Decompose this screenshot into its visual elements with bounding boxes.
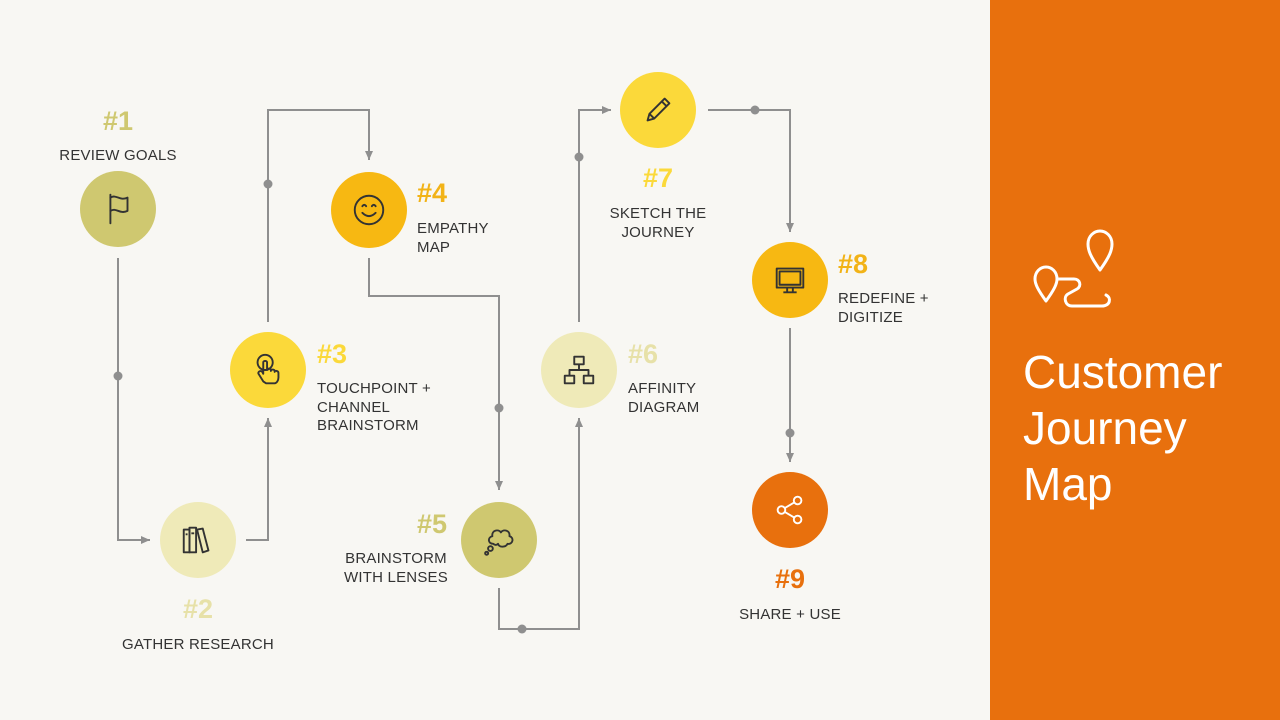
connector-dot xyxy=(574,152,584,162)
connector-dot xyxy=(785,428,795,438)
connector-dot xyxy=(494,403,504,413)
step-1-number: #1 xyxy=(102,106,134,136)
step-6-number: #6 xyxy=(628,339,659,369)
smiley-icon xyxy=(353,194,385,226)
step-6-label: AFFINITY DIAGRAM xyxy=(628,380,700,416)
step-3-node xyxy=(230,332,306,408)
step-5-number: #5 xyxy=(417,509,448,539)
panel-title: Customer Journey Map xyxy=(1023,346,1223,510)
route-pins-icon xyxy=(1033,229,1114,308)
step-9-label: SHARE + USE xyxy=(739,606,841,623)
step-2-number: #2 xyxy=(182,594,214,624)
step-6-node xyxy=(541,332,617,408)
connector-dot xyxy=(750,105,760,115)
step-7-node xyxy=(620,72,696,148)
hierarchy-icon xyxy=(563,355,595,385)
share-icon xyxy=(776,495,803,525)
connector-dot xyxy=(263,179,273,189)
step-5-label: BRAINSTORM WITH LENSES xyxy=(344,550,448,586)
pointer-hand-icon xyxy=(256,353,280,385)
step-9-number: #9 xyxy=(774,564,806,594)
step-7-number: #7 xyxy=(642,163,674,193)
step-1-label: REVIEW GOALS xyxy=(59,147,177,164)
step-9-node xyxy=(752,472,828,548)
step-1-node xyxy=(80,171,156,247)
flag-icon xyxy=(109,193,129,225)
step-7-label: SKETCH THE JOURNEY xyxy=(609,205,707,241)
books-icon xyxy=(182,526,210,554)
step-8-number: #8 xyxy=(838,249,869,279)
step-5-node xyxy=(461,502,537,578)
connector-7-8 xyxy=(708,109,794,232)
connector-1-2 xyxy=(117,258,150,544)
step-3-label: TOUCHPOINT + CHANNEL BRAINSTORM xyxy=(317,380,431,434)
step-4-label: EMPATHY MAP xyxy=(417,220,489,256)
connector-4-5 xyxy=(368,258,503,490)
connector-2-3 xyxy=(246,418,272,541)
connector-3-4 xyxy=(267,109,373,322)
connector-6-7 xyxy=(578,106,611,322)
step-2-label: GATHER RESEARCH xyxy=(122,636,274,653)
step-2-node xyxy=(160,502,236,578)
flow-connectors xyxy=(113,105,795,634)
step-8-node xyxy=(752,242,828,318)
monitor-icon xyxy=(775,267,805,294)
step-4-node xyxy=(331,172,407,248)
pencil-icon xyxy=(646,97,671,122)
title-panel: Customer Journey Map xyxy=(990,0,1280,720)
connector-5-6 xyxy=(498,418,583,630)
step-8-label: REDEFINE + DIGITIZE xyxy=(838,290,929,326)
step-3-number: #3 xyxy=(317,339,348,369)
step-4-number: #4 xyxy=(417,178,448,208)
thought-bubble-icon xyxy=(484,529,514,556)
connector-dot xyxy=(517,624,527,634)
connector-dot xyxy=(113,371,123,381)
